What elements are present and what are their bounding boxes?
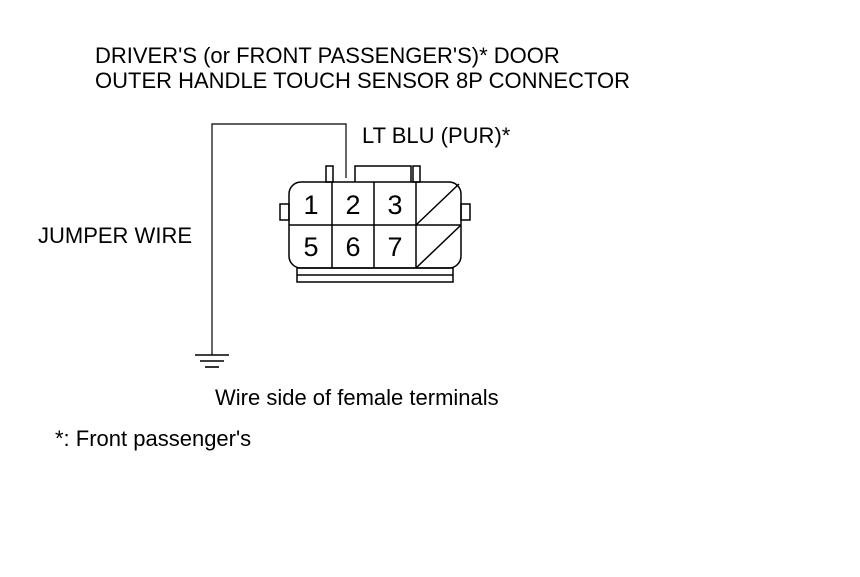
connector-view-label: Wire side of female terminals <box>215 385 499 410</box>
wire-color-label: LT BLU (PUR)* <box>362 123 511 148</box>
connector-post-left <box>325 165 334 183</box>
pin-7: 7 <box>387 232 402 262</box>
connector-side-key-right <box>460 203 471 221</box>
connector-empty-cell-8 <box>415 224 462 269</box>
title-line-2: OUTER HANDLE TOUCH SENSOR 8P CONNECTOR <box>95 68 631 93</box>
jumper-wire-label: JUMPER WIRE <box>38 223 192 248</box>
connector-lock-tab <box>354 165 412 182</box>
footnote: *: Front passenger's <box>55 426 252 451</box>
pin-3: 3 <box>387 190 402 220</box>
connector-8p <box>279 165 471 283</box>
jumper-wire <box>211 123 347 355</box>
pin-5: 5 <box>303 232 318 262</box>
pin-2: 2 <box>345 190 360 220</box>
connector-empty-cell-4 <box>415 183 460 226</box>
ground-icon <box>195 354 229 368</box>
connector-post-right <box>412 165 421 183</box>
connector-side-key-left <box>279 203 290 221</box>
pin-1: 1 <box>303 190 318 220</box>
title-line-1: DRIVER'S (or FRONT PASSENGER'S)* DOOR <box>95 43 560 68</box>
pin-6: 6 <box>345 232 360 262</box>
diagram-title: DRIVER'S (or FRONT PASSENGER'S)* DOOR OU… <box>95 44 630 94</box>
